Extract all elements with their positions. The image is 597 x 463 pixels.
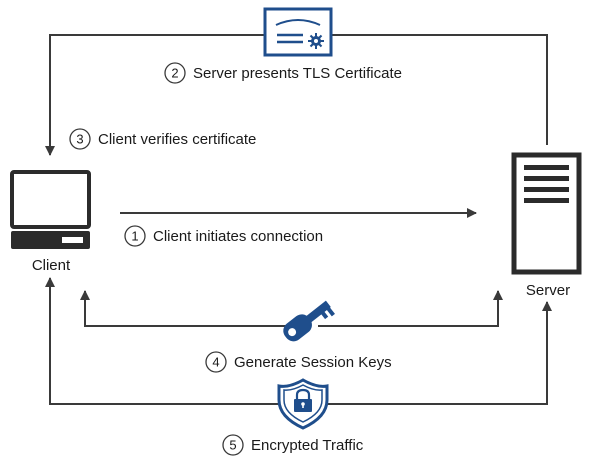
step-3-number: 3	[76, 132, 83, 147]
step-4-label: Generate Session Keys	[234, 354, 392, 371]
step-5-number: 5	[229, 438, 236, 453]
arrow-traffic-to-client	[45, 277, 278, 405]
step-4-number: 4	[212, 355, 219, 370]
step-3: 3 Client verifies certificate	[69, 128, 256, 150]
server-icon	[511, 152, 582, 275]
step-5-label: Encrypted Traffic	[251, 437, 364, 454]
step-4: 4 Generate Session Keys	[205, 351, 392, 373]
step-2: 2 Server presents TLS Certificate	[164, 62, 402, 84]
server-label: Server	[526, 282, 570, 299]
step-5: 5 Encrypted Traffic	[222, 434, 364, 456]
certificate-icon	[263, 7, 333, 57]
key-icon	[283, 300, 335, 342]
step-1-number: 1	[131, 229, 138, 244]
step-4-badge	[205, 351, 227, 373]
step-1: 1 Client initiates connection	[124, 225, 323, 247]
step-3-label: Client verifies certificate	[98, 131, 256, 148]
step-2-label: Server presents TLS Certificate	[193, 65, 402, 82]
client-label: Client	[32, 257, 71, 274]
step-3-badge	[69, 128, 91, 150]
step-5-badge	[222, 434, 244, 456]
arrow-traffic-to-server	[328, 301, 552, 405]
shield-lock-icon	[277, 378, 329, 430]
computer-icon	[10, 170, 91, 249]
step-2-number: 2	[171, 66, 178, 81]
step-1-badge	[124, 225, 146, 247]
arrow-session-keys-to-client	[80, 290, 290, 327]
arrow-session-keys-to-server	[318, 290, 503, 327]
step-1-label: Client initiates connection	[153, 228, 323, 245]
step-2-badge	[164, 62, 186, 84]
